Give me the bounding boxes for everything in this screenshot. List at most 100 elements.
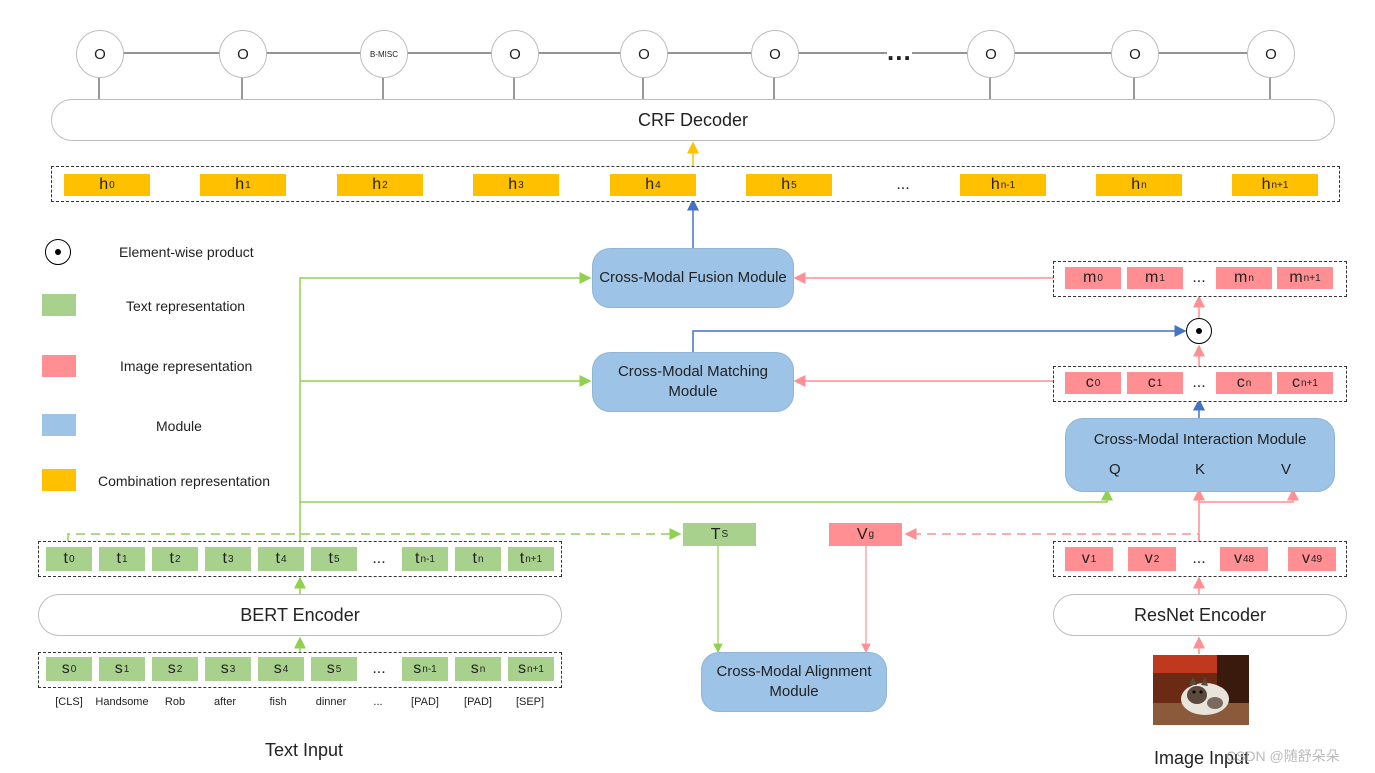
crf-node-label: O [1265,45,1277,63]
input-image [1153,655,1249,725]
crf-node: O [1247,30,1295,78]
input-word: after [213,696,236,708]
image-input-caption: Image Input [1154,748,1250,768]
text-input-caption: Text Input [265,740,344,760]
resnet-encoder-label: ResNet Encoder [1133,604,1267,625]
crf-node-label: O [1129,45,1141,63]
input-word: [PAD] [411,696,439,708]
input-word: dinner [315,696,347,708]
matching-to-odot-arrow [692,325,1187,352]
value-label: V [1281,461,1292,478]
legend-combination-rep: Combination representation [98,473,270,489]
legend-swatch-text [42,294,76,316]
input-word: ... [373,696,383,708]
crf-ellipsis: ... [887,36,912,67]
legend-swatch-image [42,355,76,377]
legend-text-rep: Text representation [126,298,246,314]
v-to-v-arrow [1199,488,1299,503]
query-label: Q [1109,461,1121,478]
element-wise-product-node [1186,318,1212,344]
crf-node-label: O [237,45,249,63]
crf-node-label: B-MISC [370,49,398,59]
cross-modal-interaction-module: Cross-Modal Interaction Module Q K V [1065,418,1335,492]
t0-to-ts-dashed-arrow [67,528,682,541]
crf-node-label: O [638,45,650,63]
input-word: [PAD] [464,696,492,708]
crf-decoder-label: CRF Decoder [637,109,749,130]
h-ellipsis: ... [896,176,910,193]
crf-node: O [219,30,267,78]
v-ellipsis: ... [1192,550,1206,567]
s-ellipsis: ... [372,660,386,677]
input-word: [CLS] [55,696,83,708]
resnet-encoder: ResNet Encoder [1053,594,1347,636]
bert-encoder-label: BERT Encoder [240,604,360,625]
crf-node: O [1111,30,1159,78]
watermark: CSDN @随舒朵朵 [1226,748,1340,764]
legend-swatch-module [42,414,76,436]
cat-photo-icon [1153,655,1249,725]
t-ellipsis: ... [372,550,386,567]
crf-node: O [491,30,539,78]
v-to-vg-dashed-arrow [904,528,1200,541]
t-to-q-arrow [300,488,1113,503]
crf-node: B-MISC [360,30,408,78]
crf-node-label: O [94,45,106,63]
crf-node-label: O [769,45,781,63]
legend-image-rep: Image representation [120,358,253,374]
input-word: [SEP] [515,696,545,708]
t-to-fusion-arrow [299,272,592,541]
crf-drop-lines [98,76,1271,100]
legend-element-wise: Element-wise product [119,244,254,260]
crf-node: O [751,30,799,78]
cross-modal-fusion-module: Cross-Modal Fusion Module [592,248,794,308]
crf-node: O [967,30,1015,78]
crf-node: O [76,30,124,78]
crf-node-label: O [985,45,997,63]
bert-encoder: BERT Encoder [38,594,562,636]
c-ellipsis: ... [1192,374,1206,391]
element-wise-product-icon [45,239,71,265]
legend-module: Module [156,418,202,434]
input-word: fish [269,696,287,708]
